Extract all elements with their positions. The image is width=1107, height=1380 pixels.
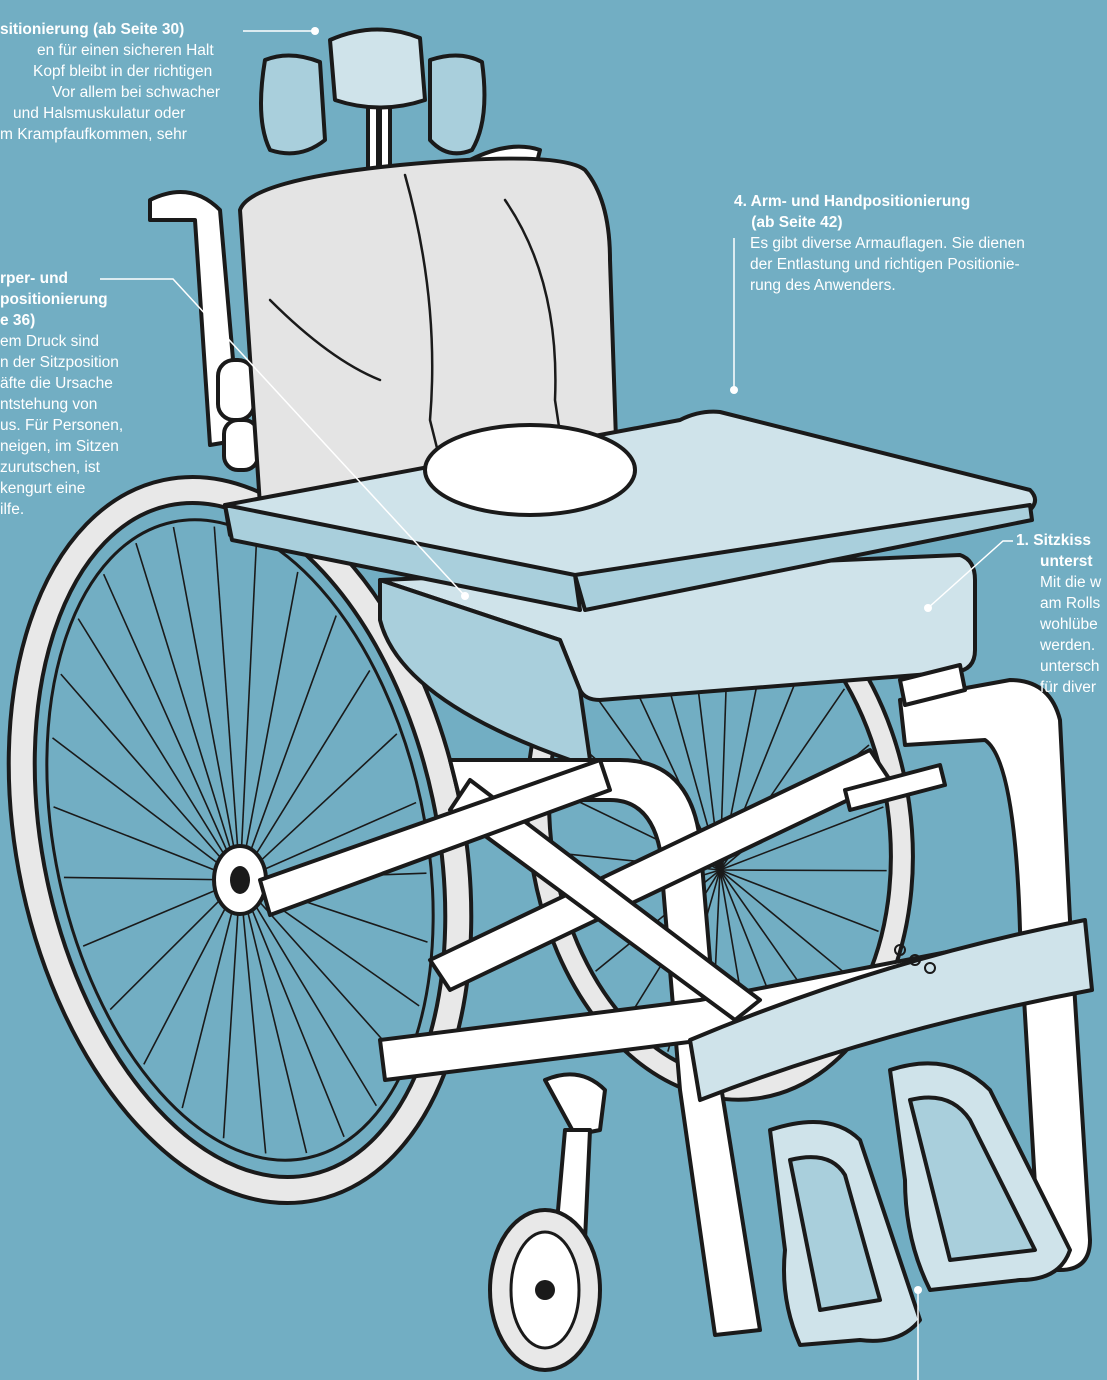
body-callout-title: positionierung xyxy=(0,289,123,310)
wheel-spoke xyxy=(53,738,240,880)
arm-callout-line: rung des Anwenders. xyxy=(734,275,1025,296)
seat-callout-title: unterst xyxy=(1016,551,1101,572)
seat-callout-title: 1. Sitzkiss xyxy=(1016,530,1101,551)
wheel-spoke xyxy=(240,542,256,880)
seat-callout-line: am Rolls xyxy=(1016,593,1101,614)
wheel-spoke xyxy=(61,674,240,880)
body-callout-line: ilfe. xyxy=(0,499,123,520)
body-callout-line: kengurt eine xyxy=(0,478,123,499)
head-callout-line: Vor allem bei schwacher xyxy=(0,82,220,103)
caster-wheel xyxy=(490,1074,605,1370)
seat-callout-line: werden. xyxy=(1016,635,1101,656)
wheel-spoke xyxy=(224,880,240,1138)
body-positioning-callout: rper- und positionierung e 36) em Druck … xyxy=(0,268,123,520)
body-callout-title: e 36) xyxy=(0,310,123,331)
body-callout-line: us. Für Personen, xyxy=(0,415,123,436)
body-callout-line: n der Sitzposition xyxy=(0,352,123,373)
head-callout-line: und Halsmuskulatur oder xyxy=(0,103,220,124)
seat-callout-line: wohlübe xyxy=(1016,614,1101,635)
seat-callout-line: für diver xyxy=(1016,677,1101,698)
wheel-spoke xyxy=(240,880,266,1153)
arm-callout-title: (ab Seite 42) xyxy=(734,212,1025,233)
arm-positioning-callout: 4. Arm- und Handpositionierung (ab Seite… xyxy=(734,191,1025,296)
body-callout-line: em Druck sind xyxy=(0,331,123,352)
head-callout-line: Kopf bleibt in der richtigen xyxy=(0,61,220,82)
footrests xyxy=(770,1063,1070,1345)
wheel-spoke xyxy=(240,880,376,1106)
head-callout-line: m Krampfaufkommen, sehr xyxy=(0,124,220,145)
seat-cushion-callout: 1. Sitzkiss unterst Mit die w am Rolls w… xyxy=(1016,530,1101,698)
body-callout-line: zurutschen, ist xyxy=(0,457,123,478)
body-callout-line: neigen, im Sitzen xyxy=(0,436,123,457)
head-positioning-callout: sitionierung (ab Seite 30) en für einen … xyxy=(0,19,220,145)
wheel-spoke xyxy=(720,870,879,931)
seat-callout-line: untersch xyxy=(1016,656,1101,677)
arm-callout-line: Es gibt diverse Armauflagen. Sie dienen xyxy=(734,233,1025,254)
body-callout-title: rper- und xyxy=(0,268,123,289)
wheel-spoke xyxy=(136,543,240,880)
head-callout-title: sitionierung (ab Seite 30) xyxy=(0,19,220,40)
body-callout-line: äfte die Ursache xyxy=(0,373,123,394)
body-callout-line: ntstehung von xyxy=(0,394,123,415)
wheel-spoke xyxy=(720,870,887,871)
wheel-spoke xyxy=(720,870,860,985)
head-callout-line: en für einen sicheren Halt xyxy=(0,40,220,61)
seat-callout-line: Mit die w xyxy=(1016,572,1101,593)
wheel-spoke xyxy=(240,880,344,1137)
arm-callout-title: 4. Arm- und Handpositionierung xyxy=(734,191,1025,212)
wheel-spoke xyxy=(240,880,307,1153)
wheel-spoke xyxy=(214,527,240,880)
arm-callout-line: der Entlastung und richtigen Positionie- xyxy=(734,254,1025,275)
